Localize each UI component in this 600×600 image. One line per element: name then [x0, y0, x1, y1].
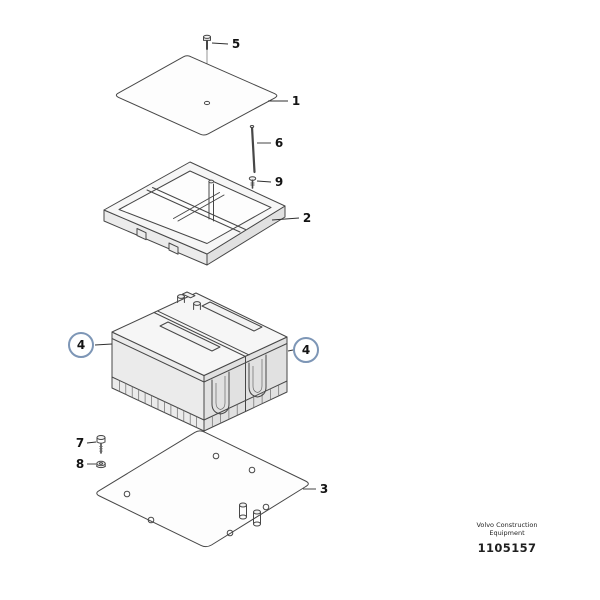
rod-part-6	[249, 125, 256, 174]
callout-8[interactable]: 8	[75, 457, 85, 471]
base-plate-part-3	[96, 430, 309, 548]
washer-part-8	[96, 460, 106, 469]
callout-4-right-highlight[interactable]: 4	[293, 337, 319, 363]
brand-text-line2: Equipment	[489, 529, 525, 538]
callout-2[interactable]: 2	[302, 211, 312, 225]
document-number: 1105157	[477, 540, 537, 555]
callout-1[interactable]: 1	[291, 94, 301, 108]
leader-lines	[86, 42, 316, 490]
callout-6[interactable]: 6	[274, 136, 284, 150]
callout-3[interactable]: 3	[319, 482, 329, 496]
callout-7[interactable]: 7	[75, 436, 85, 450]
brand-text-line1: Volvo Construction	[476, 521, 538, 529]
batteries-part-4	[111, 291, 288, 432]
bolt-part-7	[96, 435, 106, 454]
callout-5[interactable]: 5	[231, 37, 241, 51]
cover-plate-part-1	[115, 55, 278, 136]
callout-4-left-highlight[interactable]: 4	[68, 332, 94, 358]
screw-part-9	[248, 176, 257, 189]
title-block: Volvo Construction Equipment 1105157	[455, 521, 559, 555]
callout-9[interactable]: 9	[274, 175, 284, 189]
callout-4-left-label: 4	[76, 338, 86, 352]
callout-4-right-label: 4	[301, 343, 311, 357]
battery-tray-part-2	[103, 161, 286, 266]
